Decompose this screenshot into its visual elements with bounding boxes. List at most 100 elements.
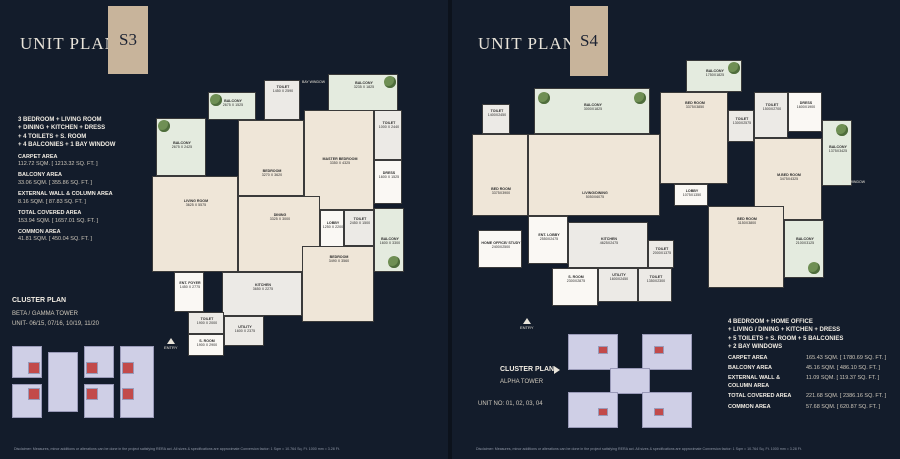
entry-arrow-icon: [166, 338, 175, 344]
s4-disclaimer: Disclaimer: Measures, minor additions or…: [476, 447, 802, 451]
room-dim: 2000X1375: [652, 251, 672, 256]
room-name: TOILET: [382, 121, 396, 125]
room-dim: 1075X1350: [682, 193, 702, 198]
room-name: BALCONY: [224, 99, 242, 103]
room-dim: 2400X2500: [491, 245, 511, 250]
planter-icon: [388, 256, 400, 268]
cluster-core: [48, 352, 78, 412]
planter-icon: [158, 120, 170, 132]
room-name: BALCONY: [584, 103, 602, 107]
room-dim: 1450 X 2775: [179, 285, 201, 290]
s3-entry-marker: ENTRY: [164, 338, 177, 350]
cluster-unit-highlight: [28, 388, 40, 400]
room-name: TOILET: [649, 275, 663, 279]
room-name: UTILITY: [612, 273, 626, 277]
s4-bay-window-label: BAY WINDOW: [842, 180, 866, 184]
cluster-unit-highlight: [86, 362, 98, 374]
s3-area-value: 112.72 SQM. [ 1213.32 SQ. FT. ]: [18, 160, 98, 167]
room-dim: 3375X3850: [685, 105, 705, 110]
planter-icon: [538, 92, 550, 104]
room-name: TOILET: [490, 109, 504, 113]
planter-icon: [634, 92, 646, 104]
s4-code-badge: S4: [570, 6, 608, 76]
room-dim: 2550X2475: [539, 237, 559, 242]
room-name: LIVING ROOM: [183, 199, 209, 203]
entry-label: ENTRY: [520, 325, 534, 330]
room-name: LOBBY: [326, 221, 340, 225]
room-name: ENT. FOYER: [179, 281, 201, 285]
cluster-unit-highlight: [598, 408, 608, 416]
room-dim: 3325 X 3000: [269, 217, 291, 222]
room-dim: 3350 X 4325: [329, 161, 351, 166]
s4-area-label: COMMON AREA: [728, 403, 771, 410]
s3-area-label: TOTAL COVERED AREA: [18, 210, 82, 217]
room-name: BED ROOM: [491, 187, 511, 191]
s4-headline-3: + 5 TOILETS + S. ROOM + 5 BALCONIES: [728, 335, 844, 342]
cluster-unit-highlight: [86, 388, 98, 400]
room-name: HOME OFFICE/ STUDY: [481, 241, 521, 245]
s4-specs: 4 BEDROOM + HOME OFFICE + LIVING / DININ…: [728, 318, 888, 411]
room-dim: 1300X2575: [732, 121, 752, 126]
room-name: BEDROOM: [329, 255, 349, 259]
entry-label: ENTRY: [164, 345, 178, 350]
s4-headline-2: + LIVING / DINING + KITCHEN + DRESS: [728, 327, 841, 334]
s3-cluster-title: CLUSTER PLAN: [12, 297, 67, 304]
room-dim: 3650 X 2275: [252, 287, 274, 292]
planter-icon: [808, 262, 820, 274]
entry-arrow-icon: [522, 318, 531, 324]
cluster-unit-highlight: [28, 362, 40, 374]
room-name: TOILET: [655, 247, 669, 251]
room-name: TOILET: [200, 317, 214, 321]
room-dim: 4625X2475: [599, 241, 619, 246]
room-dim: 1600 X 3300: [379, 241, 401, 246]
room-name: BALCONY: [829, 145, 847, 149]
cluster-unit-highlight: [654, 408, 664, 416]
room-dim: 3000X1825: [583, 107, 603, 112]
s3-headline-4: + 4 BALCONIES + 1 BAY WINDOW: [18, 142, 116, 149]
room-dim: 1000 X 2440: [378, 125, 400, 130]
room-dim: 3150X3800: [737, 221, 757, 226]
s3-area-label: BALCONY AREA: [18, 172, 63, 179]
room-dim: 1500X2700: [762, 107, 782, 112]
room-name: DRESS: [799, 101, 813, 105]
s3-headline-3: + 4 TOILETS + S. ROOM: [18, 133, 87, 140]
s3-specs: 3 BEDROOM + LIVING ROOM + DINING + KITCH…: [18, 116, 138, 244]
room-dim: 1600 X 1525: [378, 175, 400, 180]
s4-cluster-plan: [564, 330, 696, 430]
s3-headline-1: 3 BEDROOM + LIVING ROOM: [18, 117, 102, 123]
room-dim: 5050X6075: [585, 195, 605, 200]
room-dim: 1400X2450: [487, 113, 507, 118]
room-name: LOBBY: [685, 189, 699, 193]
planter-icon: [728, 62, 740, 74]
s3-bay-window-label: BAY WINDOW: [302, 80, 326, 84]
panel-divider: [448, 0, 452, 459]
room-dim: 3375X3900: [491, 191, 511, 196]
room-name: BED ROOM: [685, 101, 705, 105]
room-dim: 1250 X 2200: [322, 225, 344, 230]
room-dim: 1750X1825: [705, 73, 725, 78]
s4-area-label: EXTERNAL WALL & COLUMN AREA: [728, 375, 781, 389]
s4-area-value: 45.16 SQM. [ 486.10 SQ. FT. ]: [806, 364, 880, 371]
